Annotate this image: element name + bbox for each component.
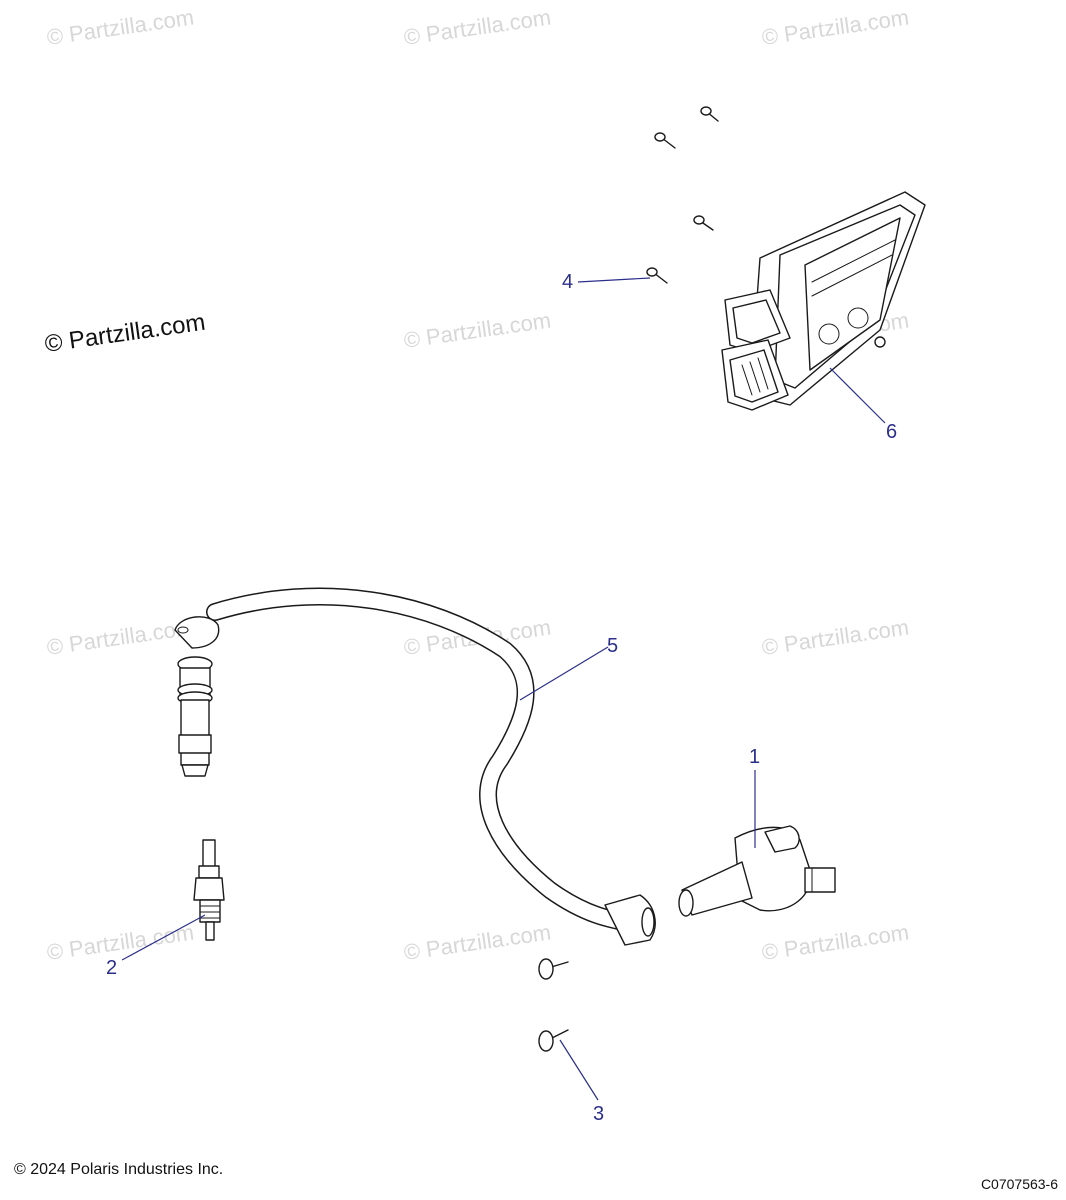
callout-3[interactable]: 3 — [593, 1103, 604, 1125]
coil-fastener[interactable] — [538, 958, 569, 980]
ecu-mount-screw[interactable] — [654, 132, 676, 149]
coil-wire[interactable] — [174, 587, 656, 946]
watermark: © Partzilla.com — [45, 920, 195, 965]
watermark: © Partzilla.com — [402, 5, 552, 50]
ecu-module[interactable] — [721, 191, 926, 411]
watermark: © Partzilla.com — [45, 5, 195, 50]
watermark: © Partzilla.com — [402, 920, 552, 965]
callout-1[interactable]: 1 — [749, 746, 760, 768]
callout-6[interactable]: 6 — [886, 421, 897, 443]
watermark: © Partzilla.com — [760, 920, 910, 965]
leader-2 — [121, 914, 206, 961]
drawing-code: C0707563-6 — [980, 1176, 1058, 1192]
leader-6 — [829, 367, 886, 424]
copyright-notice: © 2024 Polaris Industries Inc. — [14, 1161, 224, 1178]
watermark: © Partzilla.com — [760, 615, 910, 660]
leader-5 — [519, 646, 609, 701]
callout-2[interactable]: 2 — [106, 957, 117, 979]
ignition-coil[interactable] — [678, 825, 836, 917]
callout-4[interactable]: 4 — [562, 271, 573, 293]
ecu-mount-screw[interactable] — [693, 215, 714, 231]
ecu-mount-screw[interactable] — [700, 106, 719, 122]
watermark-group: © Partzilla.com © Partzilla.com © Partzi… — [43, 5, 910, 965]
watermark: © Partzilla.com — [402, 308, 552, 353]
leader-4 — [577, 277, 651, 283]
callout-leaders — [121, 277, 886, 1101]
ecu-mount-screw[interactable] — [646, 267, 668, 284]
callout-labels: 1 2 3 4 5 6 — [106, 271, 897, 1125]
callout-5[interactable]: 5 — [607, 635, 618, 657]
watermark: © Partzilla.com — [760, 5, 910, 50]
watermark-main: © Partzilla.com — [43, 309, 207, 358]
watermark: © Partzilla.com — [45, 615, 195, 660]
coil-fastener[interactable] — [538, 1029, 569, 1052]
spark-plug[interactable] — [193, 839, 225, 941]
leader-3 — [559, 1039, 599, 1101]
